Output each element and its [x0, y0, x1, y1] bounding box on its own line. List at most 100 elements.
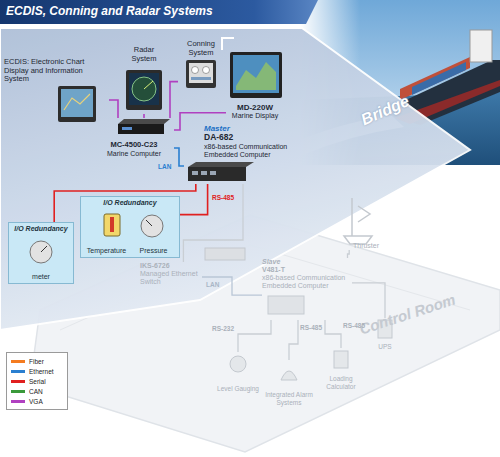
cable-connector [289, 320, 298, 360]
node-heading: MC-4500-C23 [94, 141, 174, 150]
io-redundancy-box: I/O RedundancyTemperaturePressure [80, 196, 180, 258]
node-text: Pressure [130, 247, 177, 255]
node-text: Managed Ethernet Switch [140, 270, 202, 286]
signal-label: RS-485 [343, 322, 365, 329]
monitor-screen [233, 55, 279, 93]
cable-connector [170, 82, 178, 118]
alarm-symbol [281, 371, 297, 380]
computer-device: MC-4500-C23Marine Computer [94, 118, 174, 158]
legend-row: Ethernet [11, 366, 63, 376]
diagram-title: ECDIS, Conning and Radar Systems [6, 5, 213, 18]
cable-connector [109, 100, 118, 118]
node-text: x86-based Communication Embedded Compute… [204, 143, 302, 159]
port-symbol [210, 171, 216, 175]
node-text: V481-T [262, 266, 352, 274]
field-device: Level Gauging [212, 352, 264, 392]
node-text: meter [11, 273, 71, 281]
level-gauge-symbol [230, 356, 246, 372]
cable-connector [238, 320, 271, 352]
chart-line [64, 94, 90, 110]
legend-box: FiberEthernetSerialCAN VGA [6, 352, 68, 410]
node-heading: Thruster [338, 242, 394, 250]
chart-land [236, 62, 276, 90]
thruster-device: Thruster [338, 190, 394, 250]
legend-text: Ethernet [29, 368, 54, 375]
flow-meter-symbol [30, 241, 52, 263]
node-heading: Level Gauging [212, 385, 264, 392]
node-text: Temperature [83, 247, 130, 255]
legend-swatch [11, 390, 25, 393]
ship-containers [412, 62, 466, 95]
thruster-symbol [344, 198, 372, 244]
signal-label: RS-485 [300, 324, 322, 331]
computer-symbol [268, 296, 304, 314]
bridge-plane [0, 28, 470, 330]
computer-symbol [118, 124, 164, 134]
node-heading: UPS [370, 343, 400, 350]
signal-label: RS-485 [212, 194, 234, 201]
legend-text: Serial [29, 378, 46, 385]
legend-row: VGA [11, 396, 63, 406]
legend-text: VGA [29, 398, 43, 405]
node-heading: Radar System [122, 46, 166, 63]
node-text: DA-682 [204, 133, 302, 143]
computer-device: SlaveV481-Tx86-based Communication Embed… [262, 258, 352, 320]
computer-top [118, 119, 170, 124]
legend-swatch [11, 370, 25, 373]
gauge-needle [41, 246, 47, 252]
radar-sweep [144, 81, 153, 89]
legend-swatch [11, 360, 25, 363]
port-symbol [201, 171, 207, 175]
node-heading: I/O Redundancy [11, 225, 71, 233]
node-heading: IKS-6726 [140, 262, 202, 270]
signal-label: LAN [206, 281, 219, 288]
monitor-symbol [230, 52, 282, 98]
ship-containers [400, 57, 470, 100]
corner-chevron [222, 38, 234, 50]
computer-symbol [188, 167, 246, 181]
thermometer-bar [110, 217, 114, 232]
signal-label: LAN [158, 163, 171, 170]
field-device: Loading Calculator [318, 348, 364, 390]
legend-swatch [11, 380, 25, 383]
status-bar [191, 77, 211, 80]
monitor-symbol [126, 70, 162, 110]
node-heading: Slave [262, 258, 352, 266]
switch-device: IKS-6726Managed Ethernet Switch [140, 262, 202, 292]
display-device: Radar System [122, 46, 166, 114]
cable-connector [180, 184, 208, 215]
monitor-screen [189, 63, 213, 83]
radar-scope [132, 77, 156, 101]
node-heading: Loading Calculator [318, 375, 364, 390]
io-redundancy-box: I/O Redundancy meter [8, 222, 74, 284]
calculator-symbol [334, 351, 348, 368]
cable-connector [352, 283, 385, 318]
monitor-symbol [186, 60, 216, 88]
legend-row: CAN [11, 386, 63, 396]
switch-symbol [205, 248, 245, 260]
legend-text: Fiber [29, 358, 44, 365]
port-symbol [122, 127, 132, 130]
display-device: Conning System [178, 40, 224, 92]
title-band [0, 0, 318, 24]
gauge-needle [146, 220, 152, 226]
cable-connector [54, 184, 196, 222]
legend-swatch [11, 400, 25, 403]
node-heading: ECDIS: Electronic Chart Display and Info… [4, 58, 109, 84]
field-device: Integrated Alarm Systems [264, 360, 314, 406]
legend-row: Fiber [11, 356, 63, 366]
monitor-screen [129, 73, 159, 105]
ship-superstructure [470, 30, 492, 62]
io-box-fill [8, 222, 74, 284]
signal-label: RS-232 [212, 325, 234, 332]
node-heading: I/O Redundancy [83, 199, 177, 207]
node-heading: MD-220W [226, 103, 284, 112]
node-heading: Master [204, 124, 302, 133]
gauge-symbol [192, 67, 199, 74]
cable-connector [202, 277, 262, 295]
display-device: MD-220WMarine Display [226, 48, 284, 120]
node-heading: Conning System [178, 40, 224, 57]
monitor-screen [61, 89, 93, 117]
temperature-sensor-symbol [104, 214, 120, 236]
